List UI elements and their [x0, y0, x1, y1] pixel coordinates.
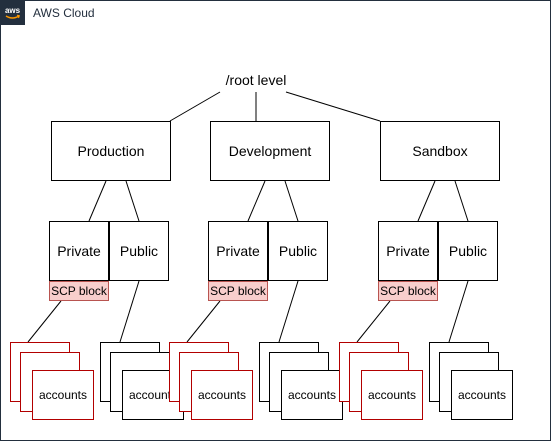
ou-sandbox-private: Private [378, 221, 438, 281]
connector-production-public-accounts [119, 280, 140, 343]
connector-root-production [169, 91, 221, 122]
root-level-label: /root level [225, 72, 287, 88]
scp-block-sandbox: SCP block [378, 281, 438, 301]
cloud-title: AWS Cloud [33, 6, 95, 20]
connector-development-private-accounts [186, 300, 221, 343]
connector-sandbox-private-accounts [356, 300, 391, 343]
connector-sandbox-public [454, 180, 469, 222]
accounts-stack-front-sandbox-private: accounts [361, 370, 423, 420]
connector-production-private [88, 180, 107, 222]
connector-root-sandbox [285, 91, 381, 122]
connector-development-public-accounts [278, 280, 299, 343]
ou-sandbox: Sandbox [380, 121, 500, 181]
aws-logo-icon: aws [0, 0, 25, 25]
ou-development-private: Private [208, 221, 268, 281]
connector-development-private [247, 180, 266, 222]
accounts-stack-front-development-public: accounts [281, 370, 343, 420]
connector-development-public [284, 180, 299, 222]
ou-production: Production [51, 121, 171, 181]
connector-sandbox-public-accounts [448, 280, 469, 343]
accounts-stack-front-production-private: accounts [32, 370, 94, 420]
accounts-stack-front-development-private: accounts [191, 370, 253, 420]
ou-production-private: Private [49, 221, 109, 281]
ou-development: Development [210, 121, 330, 181]
connector-production-public [125, 180, 140, 222]
connector-sandbox-private [417, 180, 436, 222]
svg-text:aws: aws [5, 6, 21, 15]
ou-development-public: Public [268, 221, 328, 281]
ou-sandbox-public: Public [438, 221, 498, 281]
ou-production-public: Public [109, 221, 169, 281]
accounts-stack-front-sandbox-public: accounts [451, 370, 513, 420]
connector-production-private-accounts [27, 300, 62, 343]
scp-block-production: SCP block [49, 281, 109, 301]
scp-block-development: SCP block [208, 281, 268, 301]
